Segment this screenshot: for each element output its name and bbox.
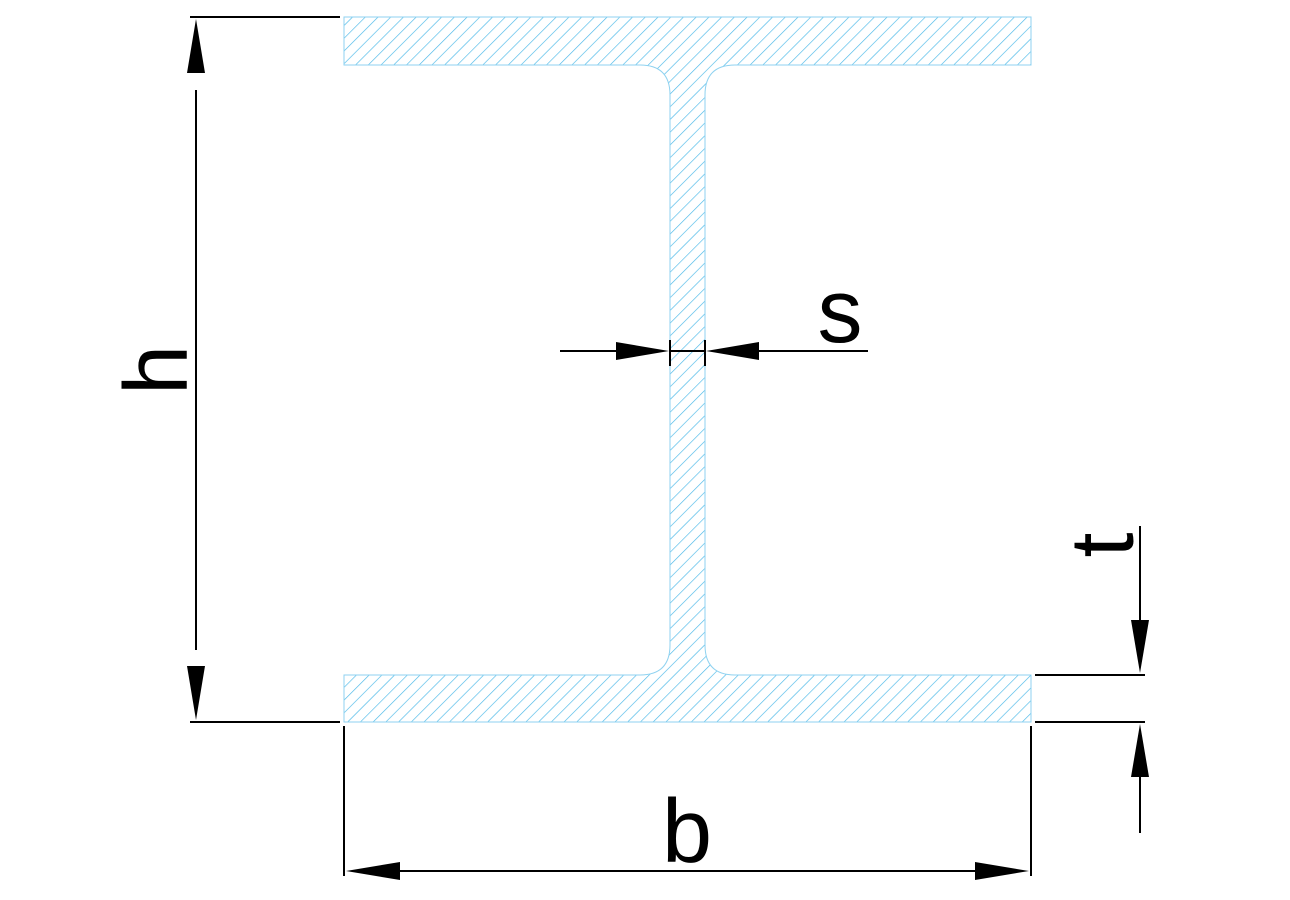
- web-thickness-dimension: [560, 340, 868, 366]
- height-dimension: [187, 16, 340, 723]
- flange-thickness-dimension: [1035, 526, 1149, 833]
- web-thickness-label: s: [818, 262, 863, 362]
- web-arrow-right: [706, 342, 759, 360]
- width-arrow-left: [346, 862, 400, 880]
- height-arrow-top: [187, 19, 205, 73]
- width-label: b: [662, 782, 712, 882]
- width-dimension: [343, 726, 1032, 880]
- flange-arrow-bottom: [1131, 724, 1149, 777]
- web-arrow-left: [616, 342, 669, 360]
- height-arrow-bottom: [187, 666, 205, 720]
- height-label: h: [107, 345, 207, 395]
- width-arrow-right: [975, 862, 1029, 880]
- flange-thickness-label: t: [1053, 532, 1153, 557]
- flange-arrow-top: [1131, 620, 1149, 673]
- i-beam-cross-section: [343, 16, 1032, 723]
